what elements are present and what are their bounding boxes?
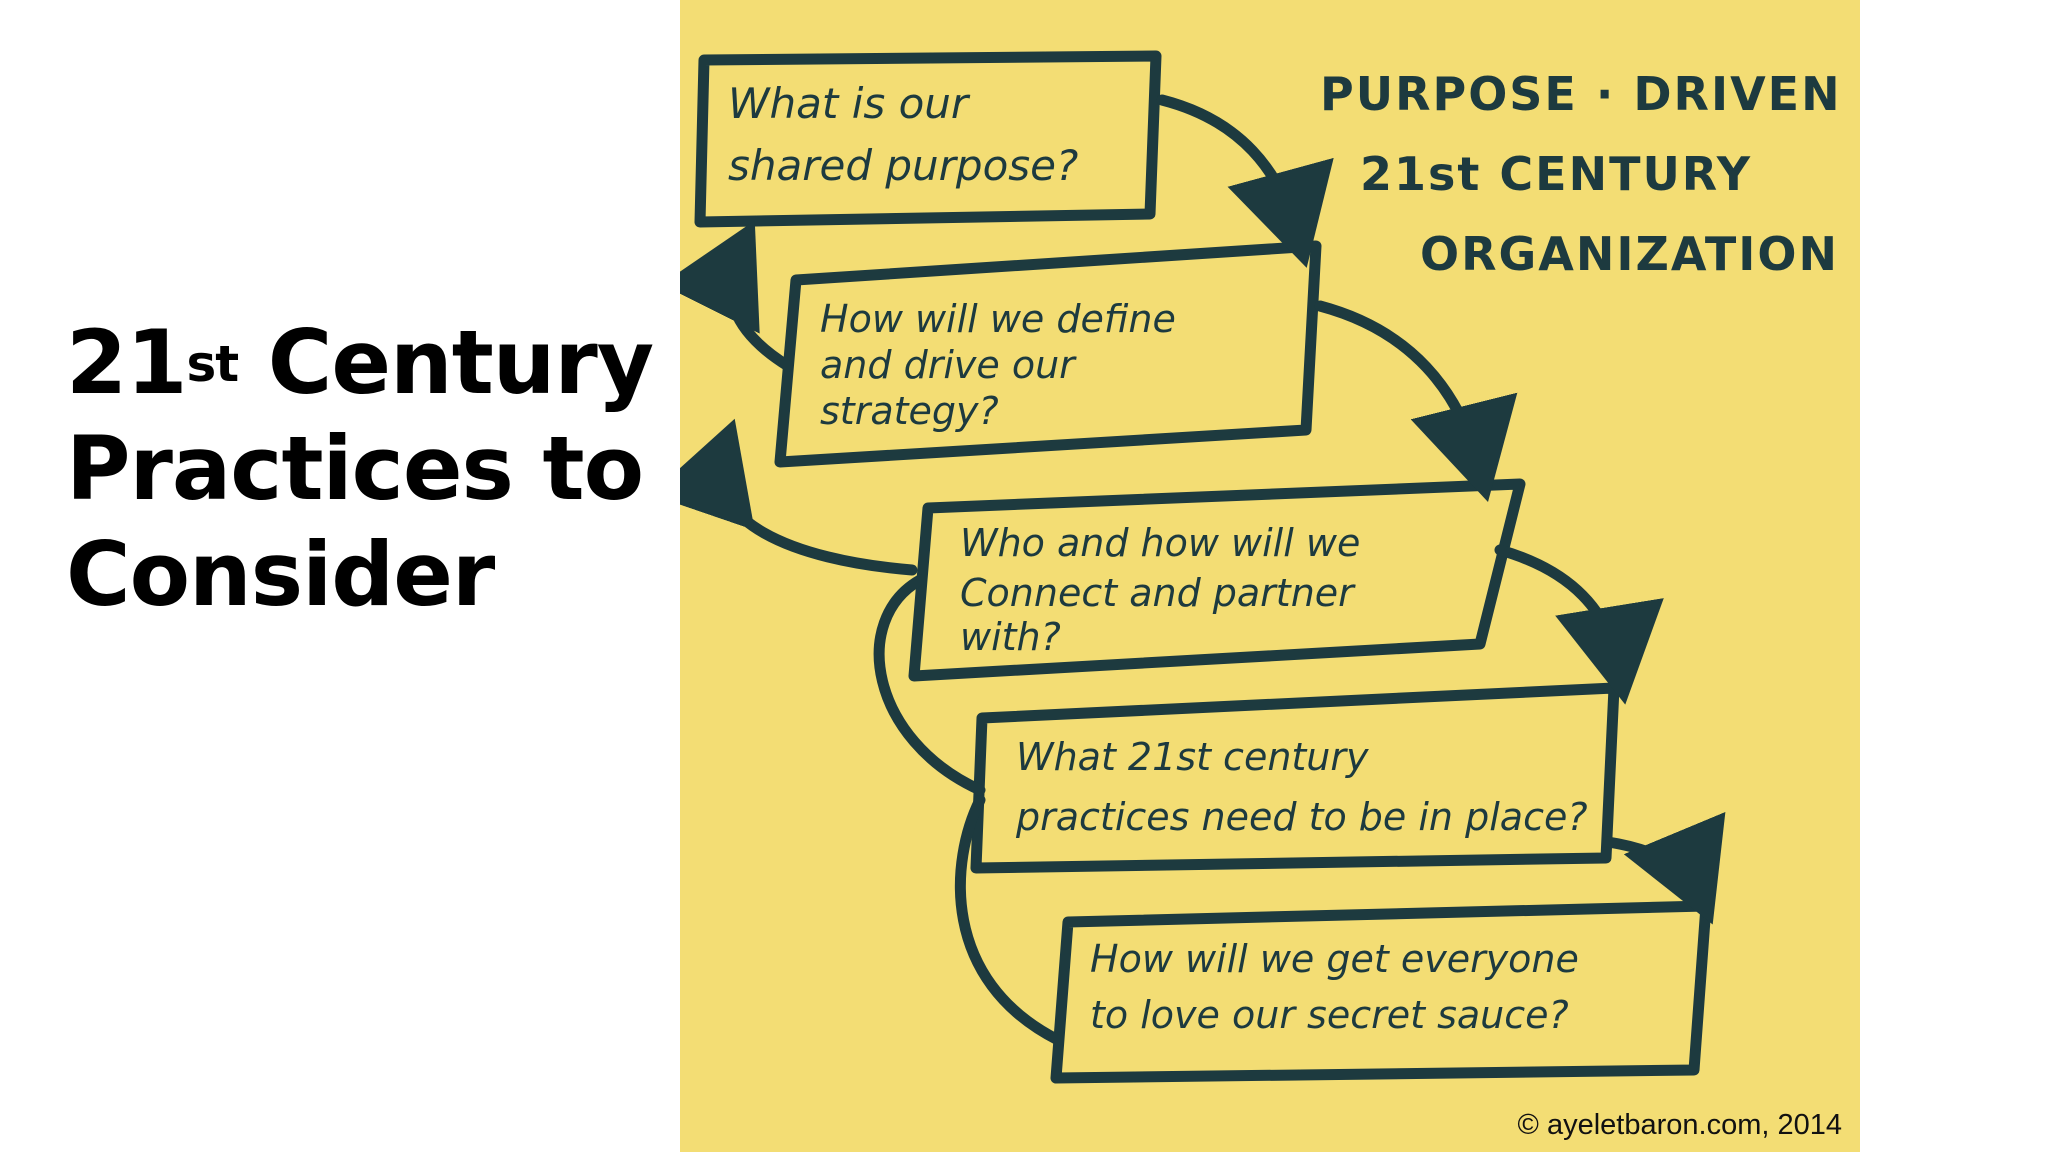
step-box-3 — [908, 478, 1526, 682]
title-century: Century — [238, 311, 654, 414]
staircase-diagram: What is our shared purpose? How will we … — [680, 50, 1860, 1084]
loop-arrow-4-to-3 — [873, 574, 986, 796]
step-4-text: What 21st century practices need to be i… — [1015, 735, 1588, 839]
step-2-text: How will we define and drive our strateg… — [820, 297, 1188, 433]
step-5-text: How will we get everyone to love our sec… — [1090, 937, 1591, 1037]
step-box-2 — [774, 240, 1322, 468]
arrow-4-to-5 — [1602, 811, 1726, 925]
loop-arrow-5-to-4 — [954, 794, 1064, 1046]
copyright-text: © ayeletbaron.com, 2014 — [1517, 1109, 1842, 1141]
slide-title: 21st Century Practices to Consider — [66, 310, 654, 628]
arrow-3-to-4 — [1494, 544, 1664, 705]
arrow-1-to-2 — [1156, 94, 1334, 268]
sticky-note-image: What is our shared purpose? How will we … — [680, 0, 1860, 1152]
loop-arrow-3-to-2 — [680, 418, 918, 576]
title-line-2: Practices to — [66, 417, 644, 520]
step-box-5 — [1050, 900, 1712, 1084]
title-line-3: Consider — [66, 523, 495, 626]
note-heading: PURPOSE · DRIVEN 21st CENTURY ORGANIZATI… — [1320, 67, 1860, 281]
title-number: 21 — [66, 311, 187, 414]
title-line-1: 21st Century — [66, 310, 654, 416]
step-box-1 — [694, 50, 1162, 228]
arrow-2-to-3 — [1314, 300, 1518, 503]
step-1-text: What is our shared purpose? — [728, 79, 1078, 190]
step-3-text: Who and how will we Connect and partner … — [960, 521, 1372, 659]
loop-arrow-2-to-1 — [680, 220, 794, 372]
title-ordinal: st — [186, 335, 239, 393]
